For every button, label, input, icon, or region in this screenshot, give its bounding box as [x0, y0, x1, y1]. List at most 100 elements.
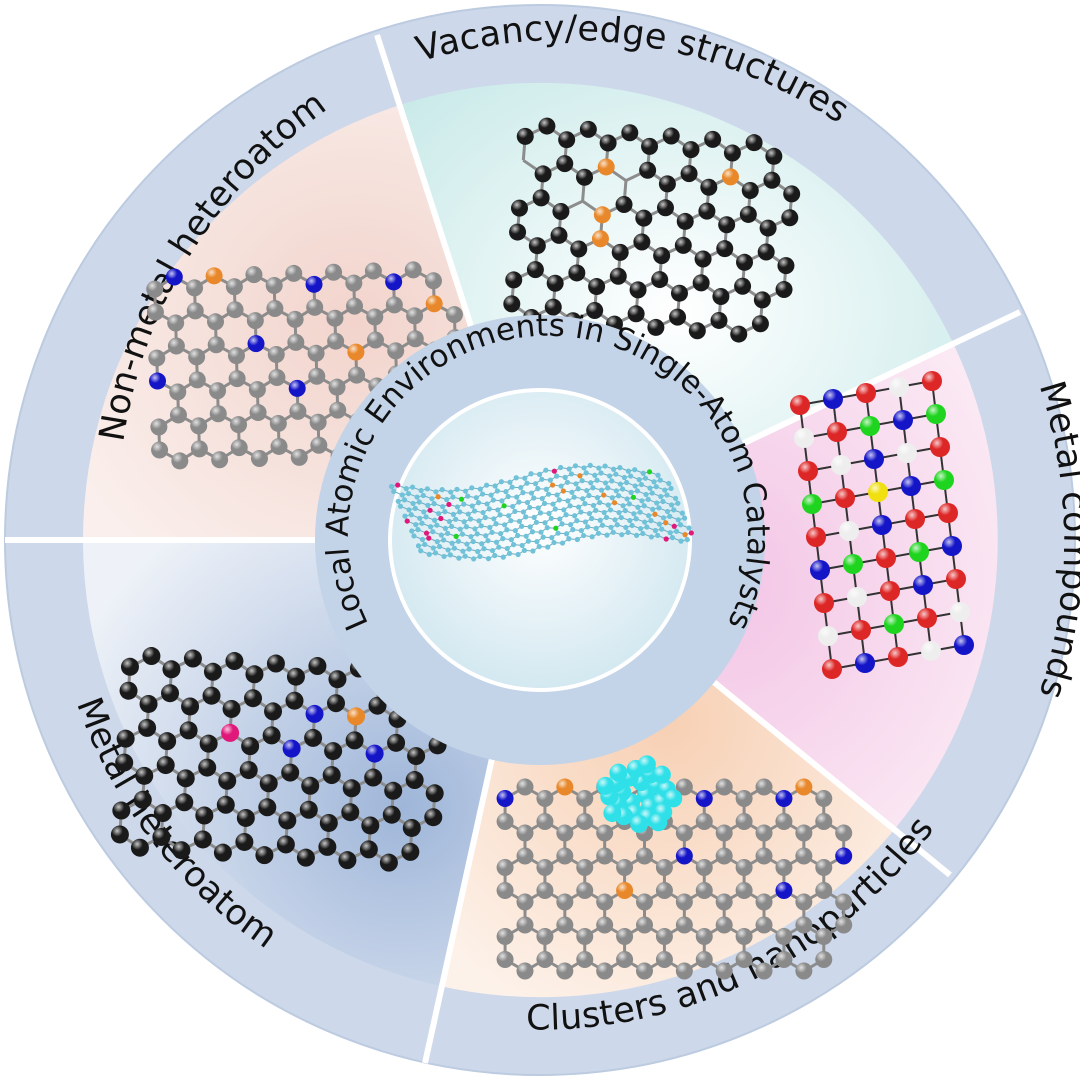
sheet-atom — [414, 494, 420, 500]
sheet-atom — [586, 492, 592, 499]
sheet-atom — [408, 512, 414, 518]
sheet-atom — [403, 486, 409, 492]
sheet-atom — [464, 541, 470, 547]
nonmetal-heteroatom-lattice-illustration — [146, 261, 466, 470]
sheet-atom — [645, 496, 651, 503]
sheet-atom — [420, 492, 426, 499]
sheet-atom — [561, 507, 567, 513]
sector-metal-compounds — [540, 343, 998, 830]
sheet-atom — [514, 494, 520, 500]
sheet-atom — [558, 483, 564, 489]
sheet-atom — [572, 463, 579, 469]
sheet-atom — [667, 530, 673, 536]
sheet-atom — [457, 526, 463, 532]
sheet-atom — [434, 522, 440, 528]
sheet-atom — [484, 482, 490, 488]
sheet-atom — [573, 481, 579, 487]
sheet-atom — [613, 488, 619, 494]
sheet-atom — [671, 507, 677, 513]
sheet-atom — [448, 489, 454, 495]
sheet-atom — [467, 516, 474, 522]
sheet-atom — [565, 498, 571, 504]
sheet-atom — [502, 522, 508, 528]
sheet-atom — [630, 494, 636, 500]
sheet-atom — [651, 479, 657, 485]
sheet-atom — [580, 496, 586, 502]
sheet-atom — [491, 516, 497, 522]
sheet-atom — [619, 532, 625, 538]
sheet-atom — [610, 529, 616, 535]
sheet-atom — [454, 486, 460, 492]
sheet-atom — [531, 514, 537, 520]
sheet-atom — [656, 521, 663, 527]
sheet-atom — [511, 541, 517, 548]
sheet-atom — [654, 500, 660, 506]
sheet-atom — [640, 530, 646, 537]
sheet-atom — [616, 510, 622, 516]
sheet-atom — [632, 467, 638, 473]
sheet-atom — [595, 530, 602, 536]
sheet-atom — [596, 465, 602, 471]
sheet-atom — [472, 526, 478, 532]
sheet-atom — [404, 518, 410, 524]
sheet-atom — [543, 486, 549, 492]
sheet-atom — [568, 471, 575, 477]
sheet-atom — [642, 519, 648, 525]
sheet-atom — [629, 522, 635, 529]
sheet-atom — [483, 533, 489, 539]
sheet-atom — [646, 469, 653, 475]
sheet-atom — [409, 484, 416, 490]
sheet-atom — [620, 486, 626, 492]
sheet-atom — [588, 480, 594, 486]
sheet-atom — [438, 532, 444, 538]
sheet-atom — [421, 509, 427, 515]
sheet-atom — [440, 537, 447, 543]
metal-compound-lattice-illustration — [790, 371, 974, 679]
sheet-atom — [402, 513, 408, 519]
sheet-atom — [590, 502, 597, 509]
sheet-atom — [504, 545, 510, 552]
sheet-atom — [605, 502, 611, 508]
sheet-atom — [419, 536, 426, 543]
sheet-atom — [515, 551, 521, 558]
sheet-atom — [516, 518, 523, 524]
sheet-atom — [401, 497, 408, 503]
sheet-atom — [546, 510, 552, 516]
sheet-atom — [388, 483, 395, 490]
sheet-atom — [422, 541, 428, 548]
sheet-atom — [625, 529, 631, 536]
sheet-atom — [519, 542, 525, 549]
sheet-atom — [547, 477, 553, 483]
sheet-atom — [609, 478, 615, 484]
sheet-atom — [430, 545, 436, 551]
sheet-atom — [524, 480, 530, 486]
sheet-atom — [475, 548, 481, 555]
sheet-atom — [671, 523, 677, 529]
sheet-atom — [518, 485, 524, 491]
sheet-atom — [646, 513, 652, 519]
sheet-atom — [576, 504, 582, 510]
sheet-atom — [567, 503, 573, 509]
sheet-atom — [557, 516, 563, 522]
sheet-atom — [563, 531, 570, 537]
sheet-atom — [495, 507, 501, 513]
sheet-atom — [487, 524, 493, 531]
sheet-atom — [527, 524, 533, 530]
sheet-atom — [449, 540, 455, 546]
sheet-atom — [506, 550, 513, 557]
single-atom-catalyst-sheet-illustration — [388, 462, 694, 562]
sheet-atom — [535, 486, 541, 492]
sheet-atom — [558, 464, 564, 471]
sheet-atom — [597, 517, 603, 523]
sheet-atom — [598, 487, 605, 493]
sheet-atom — [508, 537, 514, 543]
sheet-atom — [497, 531, 504, 537]
sheet-atom — [627, 517, 633, 524]
sheet-atom — [605, 485, 611, 491]
sheet-atom — [449, 523, 455, 530]
sheet-atom — [504, 527, 510, 533]
sheet-atom — [608, 524, 614, 530]
sheet-atom — [406, 507, 412, 513]
sheet-atom — [426, 535, 432, 541]
